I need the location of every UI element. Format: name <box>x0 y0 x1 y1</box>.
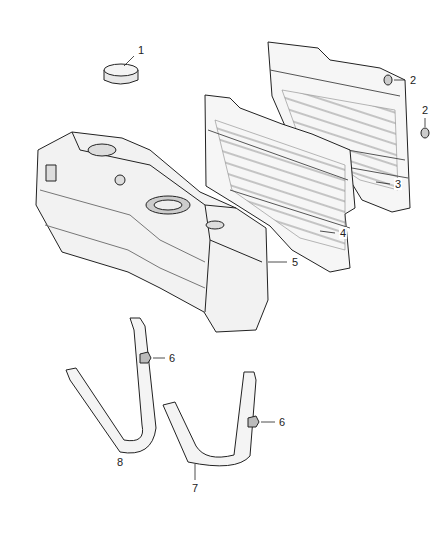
callout-number: 5 <box>291 256 299 268</box>
callout-number: 2 <box>409 74 417 86</box>
leader-lines <box>120 56 425 480</box>
tank-strap-8 <box>66 318 156 453</box>
callout-number: 6 <box>278 416 286 428</box>
cap <box>104 64 138 84</box>
tank-strap-7 <box>163 372 256 466</box>
callout-number: 4 <box>339 227 347 239</box>
callout-number: 8 <box>116 456 124 468</box>
callout-number: 6 <box>168 352 176 364</box>
callout-number: 7 <box>191 482 199 494</box>
callout-number: 2 <box>421 104 429 116</box>
callout-number: 1 <box>137 44 145 56</box>
clip <box>384 75 429 138</box>
fuel-tank <box>36 132 268 332</box>
callout-number: 3 <box>394 178 402 190</box>
nut <box>140 352 259 427</box>
